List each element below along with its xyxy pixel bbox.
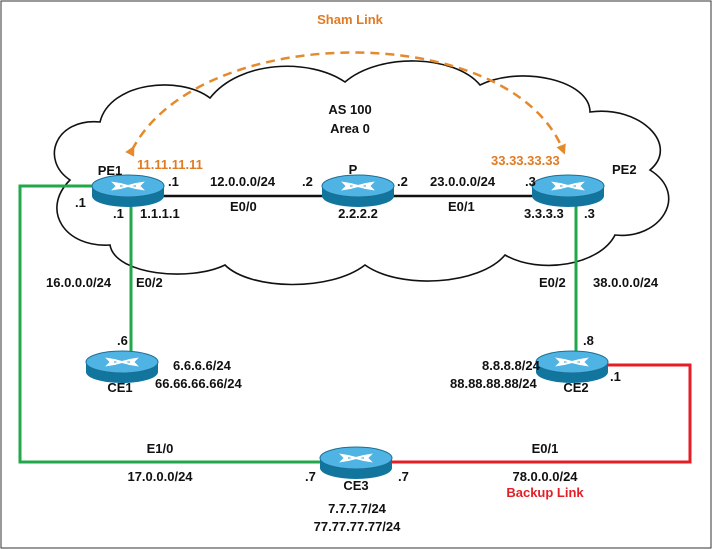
p-if-pe1: .2 <box>302 174 313 189</box>
ce1-net1: 6.6.6.6/24 <box>173 358 232 373</box>
pe2-loopback: 3.3.3.3 <box>524 206 564 221</box>
pe1-name: PE1 <box>98 163 123 178</box>
pe1-loopback: 1.1.1.1 <box>140 206 180 221</box>
link-pe1-ce3-subnet: 17.0.0.0/24 <box>127 469 193 484</box>
router-p-icon[interactable] <box>321 174 395 208</box>
ce3-if-left: .7 <box>305 469 316 484</box>
sham-link-arc <box>125 51 566 157</box>
link-ce2-ce3-iface: E0/1 <box>532 441 559 456</box>
ce2-net2: 88.88.88.88/24 <box>450 376 538 391</box>
p-loopback: 2.2.2.2 <box>338 206 378 221</box>
router-ce2-icon[interactable] <box>535 350 609 384</box>
ce2-if-ce3: .1 <box>610 369 621 384</box>
backup-link-label: Backup Link <box>506 485 584 500</box>
pe1-if-ce3: .1 <box>75 195 86 210</box>
ce1-net2: 66.66.66.66/24 <box>155 376 243 391</box>
pe2-name: PE2 <box>612 162 637 177</box>
link-pe2-ce2-iface: E0/2 <box>539 275 566 290</box>
p-if-pe2: .2 <box>397 174 408 189</box>
link-p-pe2-subnet: 23.0.0.0/24 <box>430 174 496 189</box>
area-label: Area 0 <box>330 121 370 136</box>
link-pe1-ce1-subnet: 16.0.0.0/24 <box>46 275 112 290</box>
link-p-pe2-iface: E0/1 <box>448 199 475 214</box>
link-ce2-ce3-subnet: 78.0.0.0/24 <box>512 469 578 484</box>
pe2-if-ce2: .3 <box>584 206 595 221</box>
sham-link-label: Sham Link <box>317 12 384 27</box>
router-pe2-icon[interactable] <box>531 174 605 208</box>
link-pe1-ce3-iface: E1/0 <box>147 441 174 456</box>
pe1-if-ce1: .1 <box>113 206 124 221</box>
link-pe1-p-subnet: 12.0.0.0/24 <box>210 174 276 189</box>
link-pe1-ce1-iface: E0/2 <box>136 275 163 290</box>
as100-cloud <box>53 60 670 286</box>
link-pe2-ce2-subnet: 38.0.0.0/24 <box>593 275 659 290</box>
pe2-vrf-loopback: 33.33.33.33 <box>491 153 560 168</box>
ce3-net2: 77.77.77.77/24 <box>314 519 402 534</box>
ce3-if-right: .7 <box>398 469 409 484</box>
pe1-vrf-loopback: 11.11.11.11 <box>137 157 203 172</box>
ce2-name: CE2 <box>563 380 588 395</box>
pe2-if-p: .3 <box>525 174 536 189</box>
link-pe1-p-iface: E0/0 <box>230 199 257 214</box>
ce2-net1: 8.8.8.8/24 <box>482 358 541 373</box>
ce1-if: .6 <box>117 333 128 348</box>
ce3-name: CE3 <box>343 478 368 493</box>
ce2-if-pe2: .8 <box>583 333 594 348</box>
link-pe1-ce3 <box>18 184 356 464</box>
ce3-net1: 7.7.7.7/24 <box>328 501 387 516</box>
p-name: P <box>349 162 358 177</box>
as-label: AS 100 <box>328 102 371 117</box>
router-ce3-icon[interactable] <box>319 446 393 480</box>
ce1-name: CE1 <box>107 380 132 395</box>
pe1-if-p: .1 <box>168 174 179 189</box>
router-ce1-icon[interactable] <box>85 350 159 384</box>
router-pe1-icon[interactable] <box>91 174 165 208</box>
link-ce2-ce3 <box>360 363 692 464</box>
